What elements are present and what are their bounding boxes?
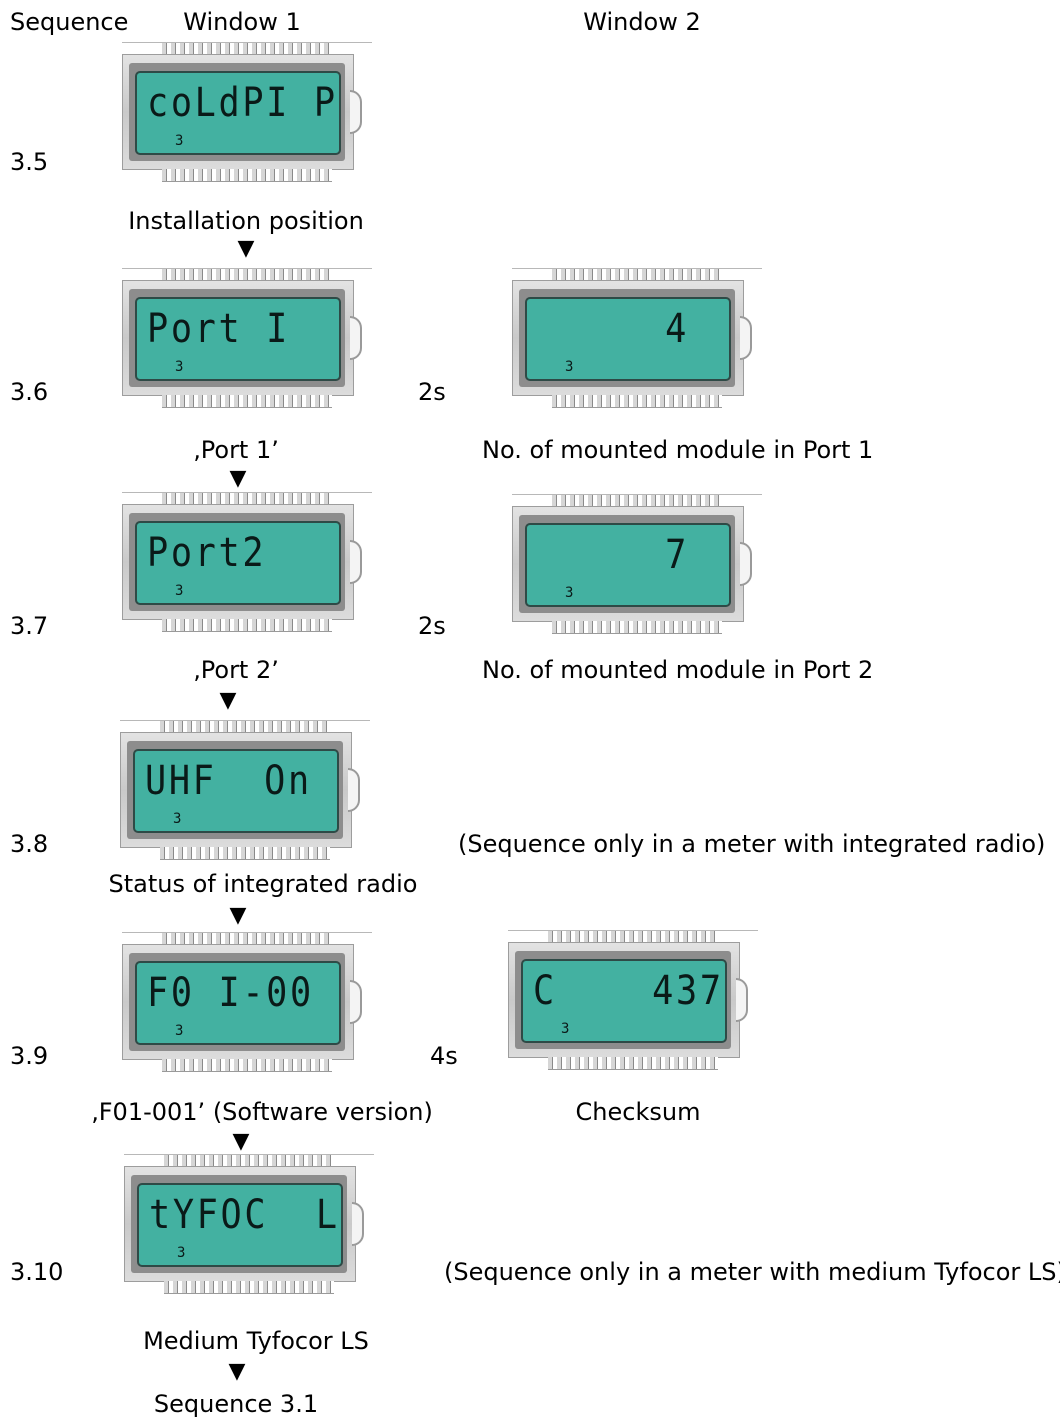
lcd-indicator: 3 [561, 1021, 569, 1037]
lcd-3-9-window1: F0 I-00 I 3 [122, 932, 362, 1072]
lcd-3-9-window2: C 43760 3 [508, 930, 748, 1070]
lcd-3-10-window1: tYFOC LS 3 [124, 1154, 364, 1294]
lcd-3-7-window2: 7 3 [512, 494, 752, 634]
row-number: 3.5 [10, 148, 48, 176]
lcd-3-7-window1: Port2 3 [122, 492, 362, 632]
footer-next-sequence: Sequence 3.1 [154, 1390, 318, 1418]
lcd-indicator: 3 [565, 359, 573, 375]
lcd-indicator: 3 [175, 133, 183, 149]
lcd-text: C 43760 [533, 969, 695, 1013]
lcd-3-6-window2: 4 3 [512, 268, 752, 408]
lcd-text: Port2 [147, 531, 309, 575]
lcd-indicator: 3 [175, 583, 183, 599]
caption2-3-7: No. of mounted module in Port 2 [482, 656, 873, 684]
lcd-indicator: 3 [173, 811, 181, 827]
lcd-indicator: 3 [175, 359, 183, 375]
caption-3-7: ‚Port 2’ [193, 656, 279, 684]
lcd-3-5-window1: coLdPI PE 3 [122, 42, 362, 182]
lcd-text: Port I [147, 307, 309, 351]
down-arrow-icon: ▼ [230, 905, 247, 927]
note-3-8: (Sequence only in a meter with integrate… [458, 830, 1045, 858]
lcd-text: coLdPI PE [147, 81, 309, 125]
down-arrow-icon: ▼ [233, 1131, 250, 1153]
caption2-3-9: Checksum [576, 1098, 701, 1126]
row-number: 3.7 [10, 612, 48, 640]
row-number: 3.8 [10, 830, 48, 858]
down-arrow-icon: ▼ [230, 468, 247, 490]
row-number: 3.10 [10, 1258, 63, 1286]
caption-3-9: ‚F01-001’ (Software version) [91, 1098, 433, 1126]
caption-3-10: Medium Tyfocor LS [143, 1327, 369, 1355]
caption-3-5: Installation position [128, 207, 364, 235]
lcd-text: UHF On [145, 759, 307, 803]
lcd-indicator: 3 [175, 1023, 183, 1039]
caption-3-6: ‚Port 1’ [193, 436, 279, 464]
lcd-text: 7 [555, 533, 689, 577]
timing-label: 2s [418, 612, 446, 640]
lcd-text: 4 [555, 307, 689, 351]
caption-3-8: Status of integrated radio [109, 870, 418, 898]
caption2-3-6: No. of mounted module in Port 1 [482, 436, 873, 464]
timing-label: 2s [418, 378, 446, 406]
note-3-10: (Sequence only in a meter with medium Ty… [444, 1258, 1060, 1286]
down-arrow-icon: ▼ [229, 1361, 246, 1383]
row-number: 3.9 [10, 1042, 48, 1070]
down-arrow-icon: ▼ [238, 238, 255, 260]
header-window2: Window 2 [583, 8, 701, 36]
down-arrow-icon: ▼ [220, 690, 237, 712]
lcd-text: F0 I-00 I [147, 971, 309, 1015]
header-window1: Window 1 [183, 8, 301, 36]
header-sequence: Sequence [10, 8, 128, 36]
lcd-text: tYFOC LS [149, 1193, 311, 1237]
lcd-3-8-window1: UHF On 3 [120, 720, 360, 860]
lcd-indicator: 3 [565, 585, 573, 601]
row-number: 3.6 [10, 378, 48, 406]
lcd-indicator: 3 [177, 1245, 185, 1261]
timing-label: 4s [430, 1042, 458, 1070]
lcd-3-6-window1: Port I 3 [122, 268, 362, 408]
